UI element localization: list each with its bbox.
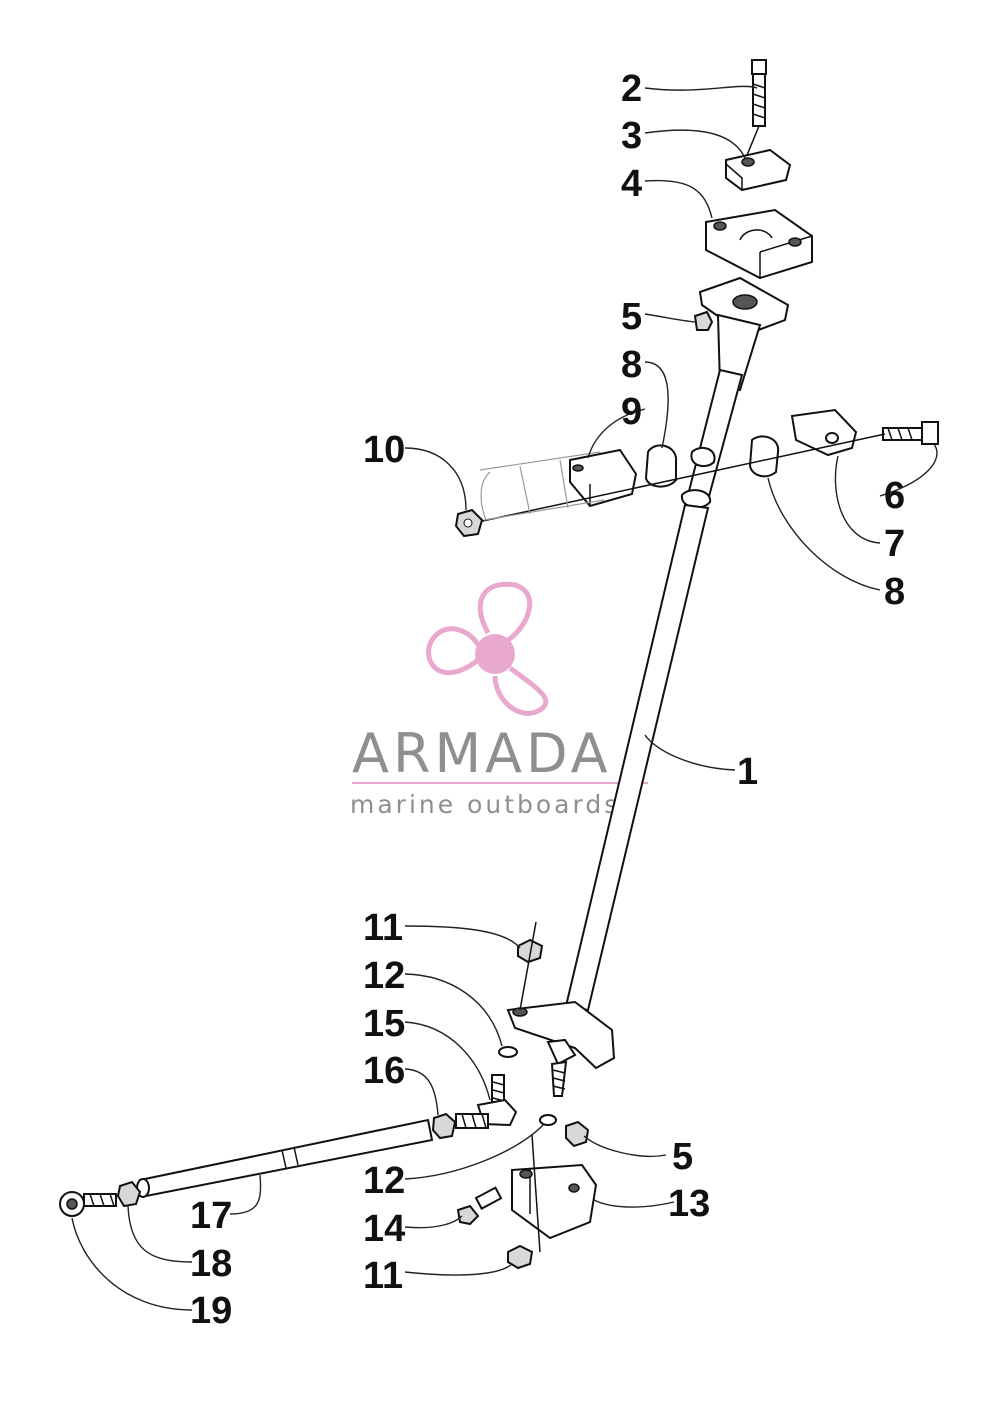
callout-7: 7	[884, 523, 905, 565]
part-nut-5-lower	[565, 1120, 590, 1148]
part-bushing-8-left	[644, 444, 678, 488]
callout-4: 4	[621, 163, 642, 205]
callout-3: 3	[621, 115, 642, 157]
callout-10: 10	[363, 429, 405, 471]
callout-14: 14	[363, 1208, 405, 1250]
part-bushing-8-right	[748, 435, 780, 478]
callout-12-lower: 12	[363, 1160, 405, 1202]
callout-19: 19	[190, 1290, 232, 1332]
callout-15: 15	[363, 1003, 405, 1045]
part-rod-end-19	[59, 1191, 117, 1217]
callout-13: 13	[668, 1183, 710, 1225]
callout-8-left: 8	[621, 344, 642, 386]
assembly-axis	[477, 433, 886, 523]
callout-labels: 1 2 3 4 5 8 9 10 6 7 8 11 12 15 16 5 12 …	[190, 68, 905, 1332]
part-jam-nut-18	[116, 1180, 142, 1208]
callout-5-top: 5	[621, 296, 642, 338]
propeller-logo	[426, 581, 549, 716]
part-clamp-cap-3	[725, 148, 792, 192]
part-clamp-block-4	[705, 208, 813, 280]
part-washer-12-upper	[498, 1046, 518, 1058]
callout-11-bottom: 11	[363, 1255, 403, 1297]
part-nut-16	[431, 1112, 489, 1140]
ghost-handlebar	[479, 451, 605, 521]
part-steering-arm	[506, 1000, 616, 1097]
part-nut-11-top	[517, 921, 544, 1011]
callout-17: 17	[190, 1195, 232, 1237]
leader-lines	[71, 85, 938, 1311]
callout-16: 16	[363, 1050, 405, 1092]
part-nut-10	[454, 508, 484, 538]
part-bolt-6	[882, 421, 939, 445]
part-nut-5-top	[693, 310, 714, 331]
part-clamp-9	[569, 448, 638, 508]
callout-2: 2	[621, 68, 642, 110]
part-nut-11-bottom	[507, 1244, 534, 1270]
callout-18: 18	[190, 1243, 232, 1285]
callout-8-right: 8	[884, 571, 905, 613]
watermark-brand: ARMADA	[352, 722, 612, 785]
callout-11-top: 11	[363, 907, 403, 949]
part-steering-shaft-1	[564, 368, 744, 1012]
callout-5-lower: 5	[672, 1136, 693, 1178]
part-bolt-14	[456, 1186, 503, 1226]
part-washer-12-lower	[539, 1114, 557, 1126]
callout-1: 1	[737, 751, 758, 793]
part-steering-head	[698, 276, 790, 392]
part-clamp-7	[790, 408, 858, 457]
callout-12-upper: 12	[363, 955, 405, 997]
callout-9: 9	[621, 391, 642, 433]
part-bracket-13	[511, 1134, 598, 1253]
watermark-tagline: marine outboards	[350, 790, 620, 819]
part-bolt-2	[744, 59, 767, 161]
callout-6: 6	[884, 475, 905, 517]
